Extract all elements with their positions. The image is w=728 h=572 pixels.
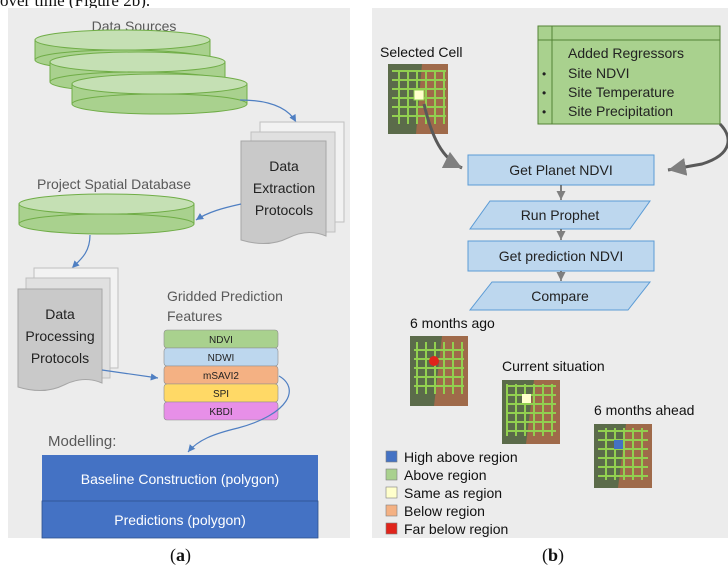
panel-a: Data Sources Data Extraction Protocols P…	[8, 8, 350, 539]
map-six-months-ahead	[594, 424, 652, 488]
caption-a: (a)	[170, 545, 191, 565]
svg-text:Get prediction NDVI: Get prediction NDVI	[499, 248, 624, 264]
predictions-box	[41, 500, 319, 539]
extraction-line-3: Protocols	[255, 202, 313, 218]
regressors-table: Added Regressors • Site NDVI • Site Temp…	[537, 25, 721, 125]
svg-text:SPI: SPI	[213, 389, 229, 400]
gridded-title-1: Gridded Prediction	[167, 288, 283, 304]
layer-ndwi: NDWI	[163, 347, 279, 367]
legend-item-2: Above region	[385, 467, 487, 483]
legend-swatch	[385, 504, 398, 517]
project-db-cylinder	[18, 193, 195, 235]
modelling-title: Modelling:	[48, 433, 116, 450]
step-get-planet-ndvi: Get Planet NDVI	[467, 154, 655, 186]
svg-text:NDWI: NDWI	[208, 353, 235, 364]
svg-text:KBDI: KBDI	[209, 407, 232, 418]
page-top-text: over time (Figure 2b).	[0, 0, 151, 10]
legend-swatch	[385, 486, 398, 499]
panel-a-diagram: Data Sources Data Extraction Protocols P…	[17, 18, 345, 539]
step-compare: Compare	[468, 281, 652, 311]
current-situation-label: Current situation	[502, 358, 605, 374]
predictions-label: Predictions (polygon)	[114, 512, 246, 528]
svg-text:Get Planet NDVI: Get Planet NDVI	[509, 162, 613, 178]
six-months-ahead-label: 6 months ahead	[594, 402, 694, 418]
regressor-1: Site NDVI	[568, 65, 629, 81]
svg-text:Run Prophet: Run Prophet	[521, 207, 600, 223]
legend-item-1: High above region	[385, 449, 518, 465]
legend-label: Far below region	[404, 521, 508, 537]
svg-text:Compare: Compare	[531, 288, 589, 304]
legend-swatch	[385, 468, 398, 481]
bullet-2: •	[542, 86, 546, 100]
regressors-title: Added Regressors	[568, 45, 684, 61]
bullet-1: •	[542, 67, 546, 81]
legend-label: Same as region	[404, 485, 502, 501]
bullet-3: •	[542, 105, 546, 119]
processing-line-1: Data	[45, 306, 75, 322]
processing-line-3: Protocols	[31, 350, 89, 366]
data-sources-cylinders	[34, 29, 248, 115]
data-extraction-doc: Data Extraction Protocols	[240, 121, 345, 244]
panel-b: Selected Cell Added Regressors • Site ND…	[372, 8, 728, 538]
step-run-prophet: Run Prophet	[469, 200, 651, 230]
selected-cell-label: Selected Cell	[380, 44, 463, 60]
legend-item-4: Below region	[385, 503, 485, 519]
legend-swatch	[385, 522, 398, 535]
legend-label: High above region	[404, 449, 518, 465]
layer-spi: SPI	[163, 383, 279, 403]
cylinder-3	[71, 73, 248, 115]
baseline-box	[42, 455, 318, 501]
legend-item-3: Same as region	[385, 485, 502, 501]
gridded-title-2: Features	[167, 308, 222, 324]
arrow-processing-to-features	[101, 369, 159, 381]
processing-line-2: Processing	[25, 328, 94, 344]
arrow-regressors-to-getndvi	[667, 122, 728, 176]
arrow-cell-to-getndvi	[422, 103, 463, 170]
svg-text:NDVI: NDVI	[209, 335, 233, 346]
panel-b-diagram: Selected Cell Added Regressors • Site ND…	[380, 25, 728, 537]
regressor-2: Site Temperature	[568, 84, 675, 100]
arrow-features-to-modelling	[187, 375, 290, 453]
layer-ndvi: NDVI	[163, 329, 279, 349]
baseline-label: Baseline Construction (polygon)	[81, 471, 279, 487]
caption-b: (b)	[542, 545, 565, 565]
map-six-months-ago	[410, 336, 468, 406]
arrow-db-to-processing	[71, 234, 91, 269]
layer-kbdi: KBDI	[163, 401, 279, 421]
legend-label: Below region	[404, 503, 485, 519]
six-months-ago-label: 6 months ago	[410, 315, 495, 331]
selected-cell-map	[388, 64, 448, 134]
legend-item-5: Far below region	[385, 521, 508, 537]
svg-text:mSAVI2: mSAVI2	[203, 371, 239, 382]
step-get-prediction-ndvi: Get prediction NDVI	[467, 240, 655, 272]
legend-label: Above region	[404, 467, 487, 483]
arrow-sources-to-extraction	[239, 99, 297, 123]
legend-swatch	[385, 450, 398, 463]
extraction-line-1: Data	[269, 158, 299, 174]
project-db-title: Project Spatial Database	[37, 176, 191, 192]
layer-msavi2: mSAVI2	[163, 365, 279, 385]
regressor-3: Site Precipitation	[568, 103, 673, 119]
data-processing-doc: Data Processing Protocols	[17, 267, 119, 391]
map-current	[502, 380, 560, 444]
arrow-extraction-to-db	[195, 203, 242, 221]
extraction-line-2: Extraction	[253, 180, 315, 196]
